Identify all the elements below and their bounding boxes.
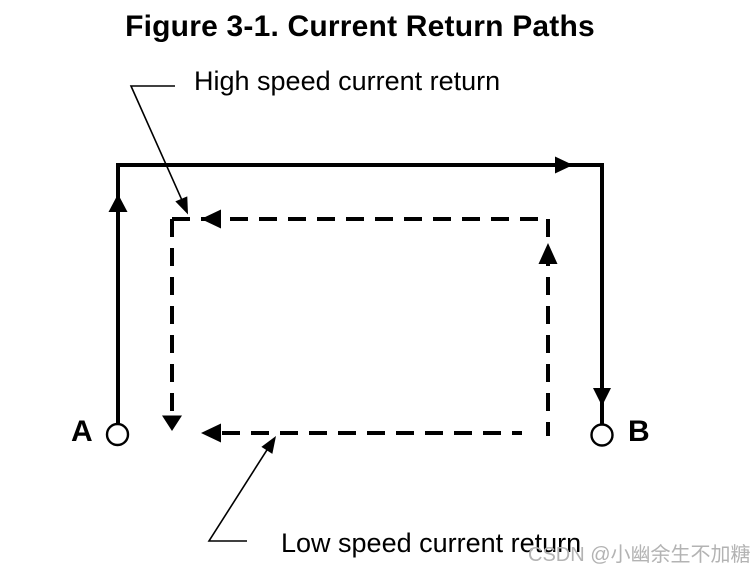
arrow-down-icon (593, 388, 611, 406)
csdn-watermark: CSDN @小幽余生不加糖 (528, 544, 751, 566)
arrow-up-icon (108, 194, 128, 212)
low-speed-leader-line (207, 448, 268, 542)
arrow-left-icon (201, 423, 221, 443)
signal-path-line (116, 163, 604, 424)
leader-arrow-icon (261, 436, 276, 454)
arrow-left-icon (201, 209, 221, 229)
terminal-b-label: B (628, 415, 650, 448)
arrow-down-icon (162, 415, 182, 431)
terminal-a-circle (105, 422, 130, 447)
figure-title: Figure 3-1. Current Return Paths (125, 10, 595, 43)
leader-arrow-icon (175, 196, 188, 215)
low-speed-return-label: Low speed current return (281, 528, 582, 558)
terminal-b-circle (590, 423, 614, 447)
arrow-right-icon (555, 156, 573, 174)
arrow-up-icon (538, 243, 558, 264)
high-speed-leader-line (129, 85, 183, 201)
terminal-a-label: A (71, 415, 93, 448)
high-speed-return-label: High speed current return (194, 66, 501, 96)
